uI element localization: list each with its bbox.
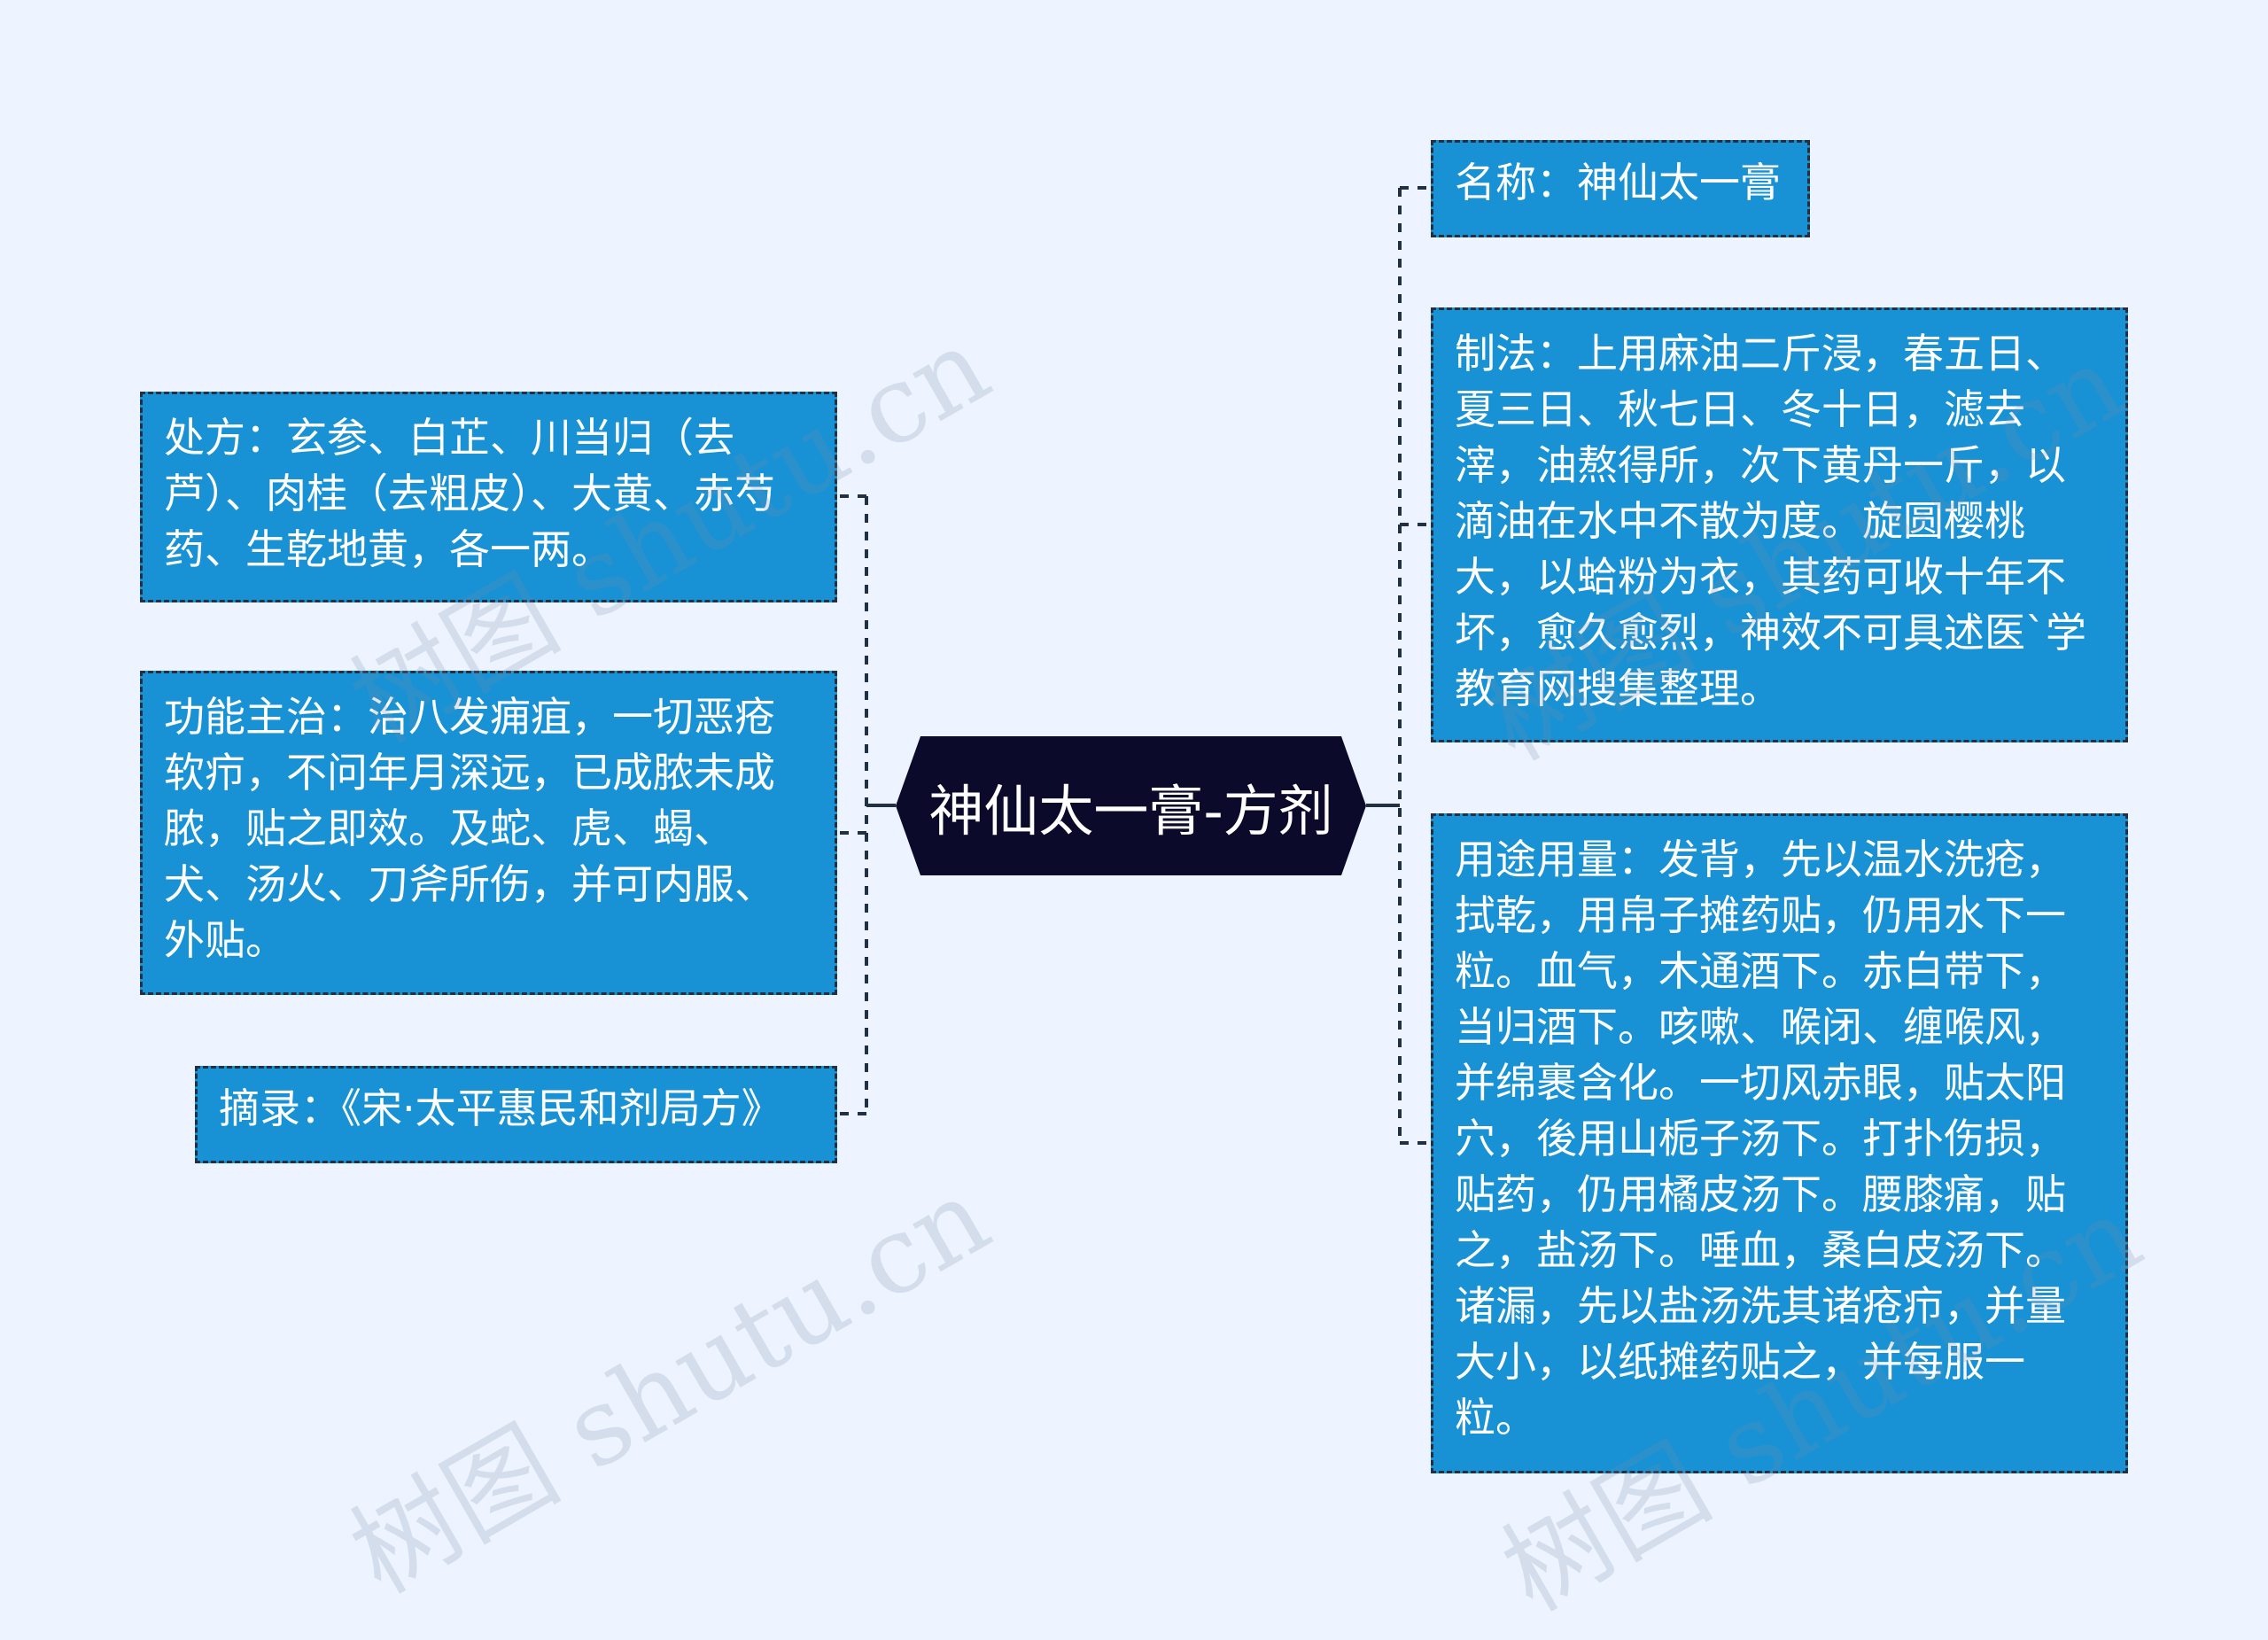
- central-topic-shape: [896, 736, 1366, 875]
- node-mingcheng[interactable]: 名称：神仙太一膏: [1431, 140, 1810, 237]
- node-mingcheng-text: 名称：神仙太一膏: [1455, 159, 1781, 206]
- node-chufang-text: 处方：玄参、白芷、川当归（去芦）、肉桂（去粗皮）、大黄、赤芍药、生乾地黄，各一两…: [164, 414, 775, 573]
- node-gongneng-text: 功能主治：治八发痈疽，一切恶疮软疖，不问年月深远，已成脓未成脓，贴之即效。及蛇、…: [164, 693, 775, 964]
- node-zhifa[interactable]: 制法：上用麻油二斤浸，春五日、夏三日、秋七日、冬十日，滤去滓，油熬得所，次下黄丹…: [1431, 307, 2128, 742]
- node-yongtu-text: 用途用量：发背，先以温水洗疮，拭乾，用帛子摊药贴，仍用水下一粒。血气，木通酒下。…: [1455, 836, 2066, 1442]
- central-topic[interactable]: 神仙太一膏-方剂: [896, 736, 1366, 875]
- node-yongtu[interactable]: 用途用量：发背，先以温水洗疮，拭乾，用帛子摊药贴，仍用水下一粒。血气，木通酒下。…: [1431, 813, 2128, 1473]
- central-topic-label: 神仙太一膏-方剂: [928, 778, 1333, 843]
- node-chufang[interactable]: 处方：玄参、白芷、川当归（去芦）、肉桂（去粗皮）、大黄、赤芍药、生乾地黄，各一两…: [140, 392, 837, 602]
- node-zhailu[interactable]: 摘录：《宋·太平惠民和剂局方》: [195, 1066, 837, 1163]
- node-gongneng[interactable]: 功能主治：治八发痈疽，一切恶疮软疖，不问年月深远，已成脓未成脓，贴之即效。及蛇、…: [140, 671, 837, 995]
- node-zhifa-text: 制法：上用麻油二斤浸，春五日、夏三日、秋七日、冬十日，滤去滓，油熬得所，次下黄丹…: [1455, 330, 2086, 712]
- node-zhailu-text: 摘录：《宋·太平惠民和剂局方》: [219, 1084, 782, 1132]
